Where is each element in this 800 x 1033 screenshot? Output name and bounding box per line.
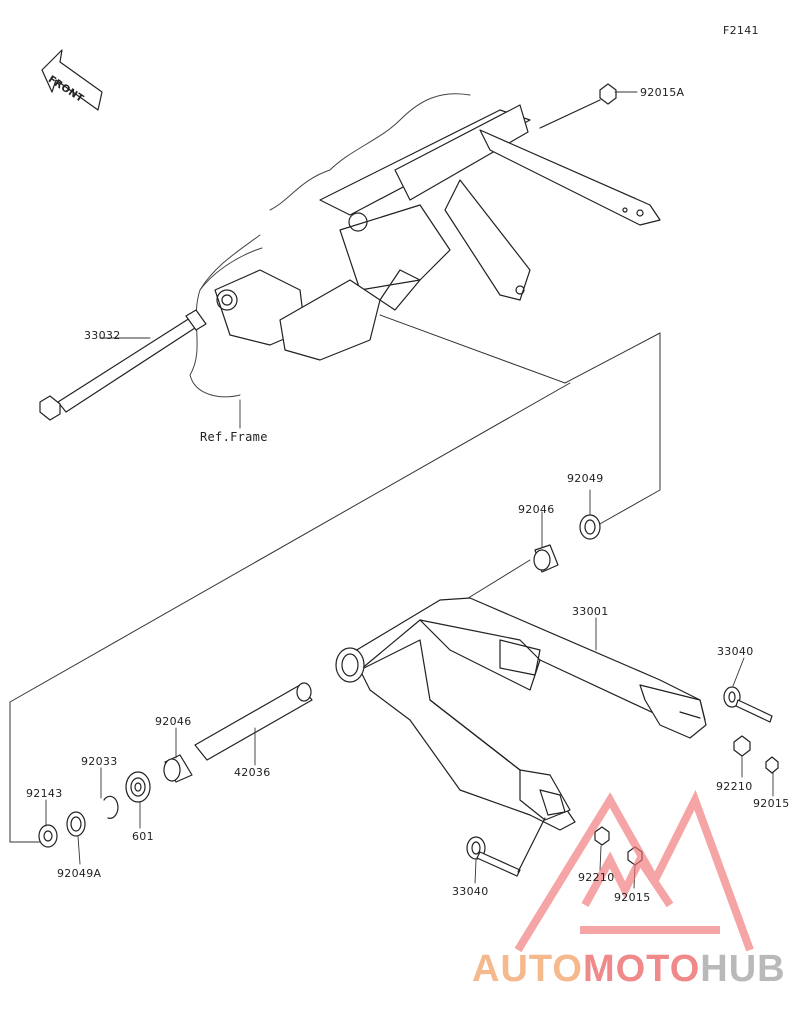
pivot-shaft (39, 309, 207, 421)
watermark-logo: AUTOMOTOHUB (472, 948, 786, 991)
seal-92049A (66, 811, 86, 837)
bearing-92046-mid (163, 754, 193, 783)
figure-code: F2141 (723, 24, 759, 37)
nut-92210-bottom (594, 826, 610, 846)
part-label-92049[interactable]: 92049 (567, 472, 604, 485)
part-label-92210-right[interactable]: 92210 (716, 780, 753, 793)
part-label-92143[interactable]: 92143 (26, 787, 63, 800)
watermark-auto: AUTO (472, 948, 583, 990)
part-label-92033[interactable]: 92033 (81, 755, 118, 768)
swingarm (335, 597, 707, 831)
part-label-92015-bottom[interactable]: 92015 (614, 891, 651, 904)
collar-92143 (38, 824, 58, 848)
part-label-92049A[interactable]: 92049A (57, 867, 102, 880)
part-label-601[interactable]: 601 (132, 830, 154, 843)
watermark-triangle (514, 789, 754, 953)
adjuster-bolt-right (723, 686, 773, 723)
circlip-92033 (103, 795, 119, 819)
part-label-33040-bottom[interactable]: 33040 (452, 885, 489, 898)
part-label-33001[interactable]: 33001 (572, 605, 609, 618)
part-label-92046-mid[interactable]: 92046 (155, 715, 192, 728)
frame-main (214, 83, 661, 361)
part-label-92210-bottom[interactable]: 92210 (578, 871, 615, 884)
part-label-92015-right[interactable]: 92015 (753, 797, 790, 810)
ball-bearing-601 (125, 771, 151, 803)
part-label-33040-right[interactable]: 33040 (717, 645, 754, 658)
watermark-hub: HUB (700, 948, 786, 990)
pivot-sleeve (194, 682, 313, 761)
front-arrow-icon (41, 49, 103, 111)
adjuster-bolt-bottom (466, 817, 546, 877)
nut-92210-right (733, 735, 751, 757)
bearing-92046-top (533, 544, 559, 573)
leader-lines (45, 91, 774, 889)
part-label-42036[interactable]: 42036 (234, 766, 271, 779)
part-label-92046-top[interactable]: 92046 (518, 503, 555, 516)
part-label-92015A[interactable]: 92015A (640, 86, 685, 99)
part-label-33032[interactable]: 33032 (84, 329, 121, 342)
seal-92049 (579, 514, 601, 540)
watermark-moto: MOTO (582, 948, 701, 990)
ref-frame-label: Ref.Frame (200, 430, 268, 444)
nut-92015-right (765, 756, 779, 774)
